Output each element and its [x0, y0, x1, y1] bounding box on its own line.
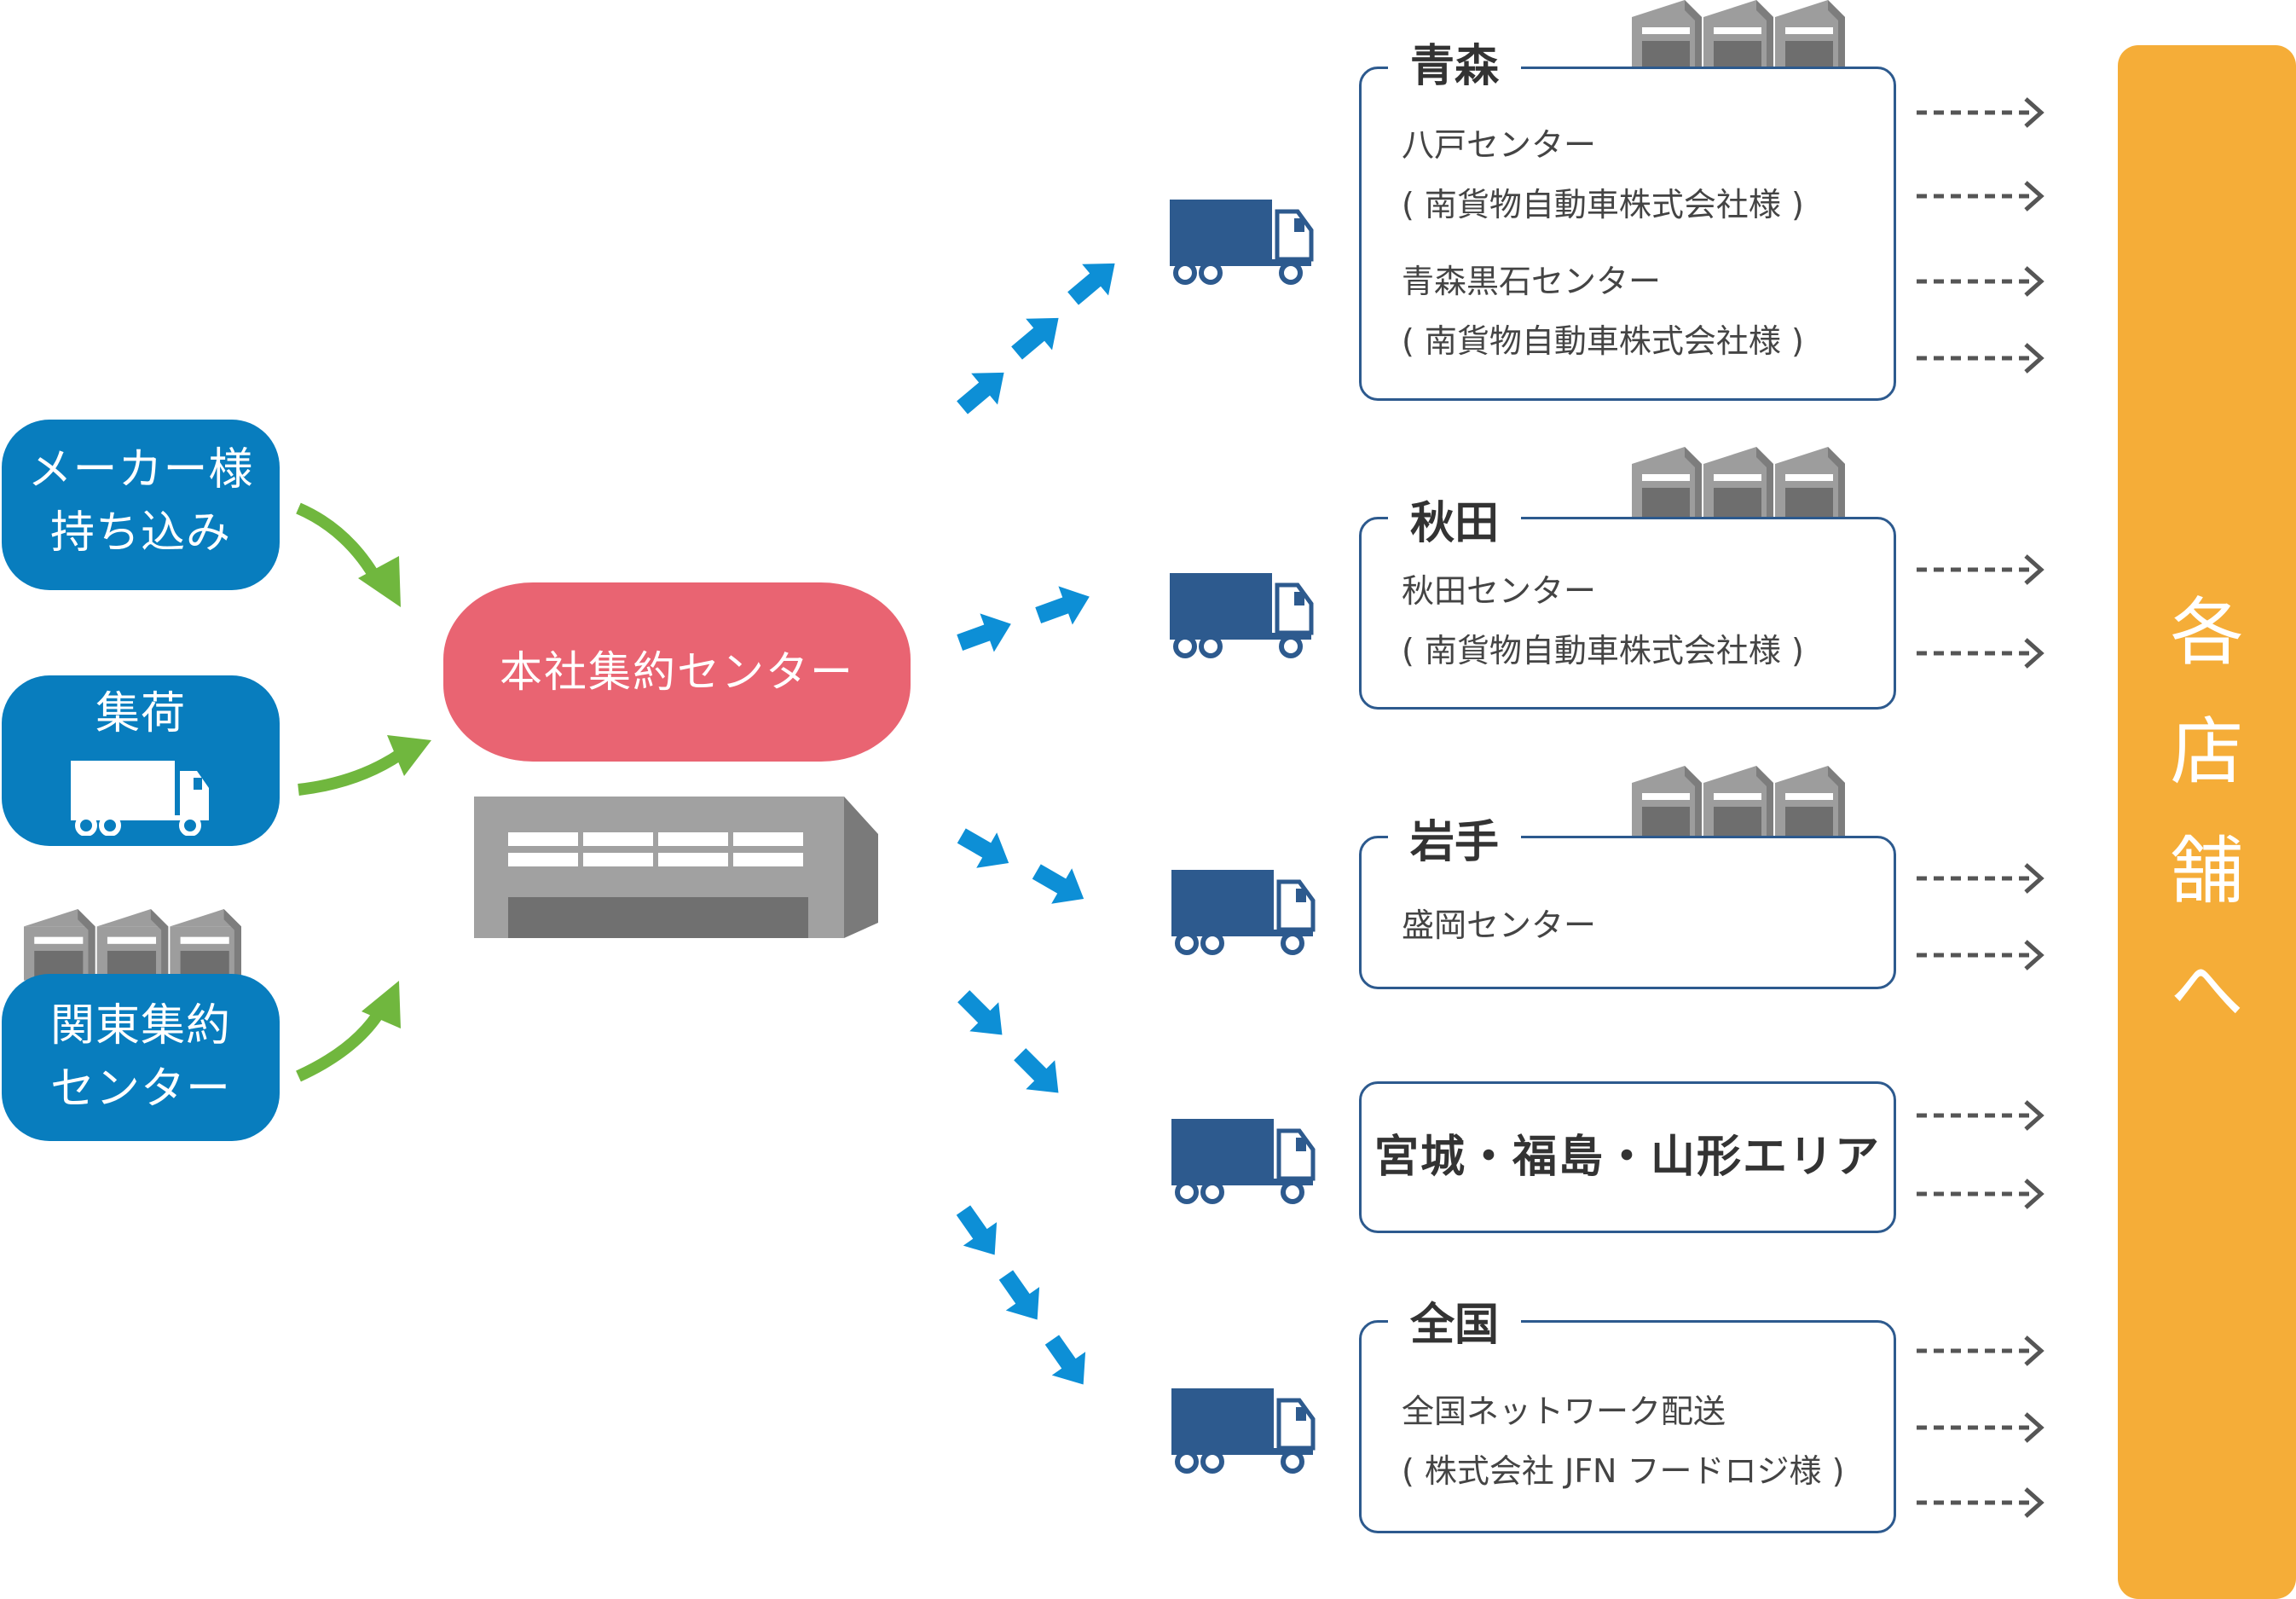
dest-akita-line-2: ( 南貨物自動車株式会社様 ) [1402, 632, 1804, 669]
dashed-arrows-akita [1917, 556, 2041, 667]
dashed-arrows-miyagi [1917, 1102, 2041, 1208]
dest-zenkoku-box [1359, 1320, 1896, 1533]
iwate-warehouse-icon [1632, 766, 1845, 836]
dest-aomori-line-2: ( 南貨物自動車株式会社様 ) [1402, 186, 1804, 223]
dest-akita-title: 秋田 [1388, 496, 1522, 551]
flow-arrows-aomori [949, 247, 1129, 424]
dashed-arrows-aomori [1917, 99, 2041, 372]
source-kanto-line-2: センター [49, 1063, 231, 1115]
stores-char-4: へ [2170, 948, 2244, 1034]
source-kanto-line-1: 関東集約 [49, 1000, 231, 1052]
stores-char-3: 舗 [2170, 829, 2244, 914]
inbound-arrow-maker [296, 502, 401, 607]
dest-aomori-box [1359, 67, 1896, 401]
stores-char-2: 店 [2170, 710, 2244, 795]
dest-aomori-title: 青森 [1388, 39, 1522, 94]
dest-aomori-line-4: ( 南貨物自動車株式会社様 ) [1402, 322, 1804, 360]
inbound-arrow-kanto [296, 981, 401, 1082]
flow-arrows-zenkoku [946, 1198, 1101, 1397]
dest-akita-line-1: 秋田センター [1402, 572, 1597, 610]
hub-center-label: 本社集約センター [443, 582, 911, 762]
truck-iwate-icon [1171, 870, 1313, 953]
dest-akita-box [1359, 517, 1896, 710]
source-pickup-box: 集荷 [2, 675, 280, 846]
truck-akita-icon [1170, 573, 1311, 656]
source-pickup-label: 集荷 [95, 688, 186, 739]
pickup-truck-icon [71, 761, 209, 836]
truck-miyagi-icon [1171, 1119, 1313, 1202]
dest-iwate-line-1: 盛岡センター [1402, 907, 1597, 944]
flow-arrows-iwate [951, 818, 1095, 917]
dest-aomori-line-1: 八戸センター [1402, 126, 1597, 164]
dest-miyagi-label: 宮城・福島・山形エリア [1374, 1132, 1881, 1183]
aomori-warehouse-icon [1632, 0, 1845, 70]
dest-miyagi-box [1359, 1081, 1896, 1233]
dest-aomori-line-3: 青森黒石センター [1402, 263, 1662, 300]
stores-char-1: 各 [2170, 590, 2244, 675]
source-maker-line-2: 持ち込み [49, 507, 231, 559]
dashed-arrows-iwate [1917, 865, 2041, 969]
dest-zenkoku-line-1: 全国ネットワーク配送 [1402, 1393, 1726, 1430]
dest-zenkoku-line-2: ( 株式会社 JFN フードロジ様 ) [1402, 1452, 1845, 1490]
flow-arrows-akita [952, 577, 1097, 663]
kanto-warehouse-icon [24, 909, 241, 981]
source-kanto-box: 関東集約 センター [2, 974, 280, 1141]
akita-warehouse-icon [1632, 447, 1845, 517]
hub-warehouse-icon [474, 797, 878, 938]
truck-aomori-icon [1170, 200, 1311, 282]
truck-zenkoku-icon [1171, 1388, 1313, 1471]
inbound-arrow-pickup [298, 735, 431, 796]
stores-bar [2118, 45, 2296, 1599]
dest-iwate-title: 岩手 [1388, 815, 1522, 870]
dest-zenkoku-title: 全国 [1388, 1298, 1522, 1353]
flow-arrows-miyagi [949, 982, 1073, 1108]
dashed-arrows-zenkoku [1917, 1337, 2041, 1516]
source-maker-box: メーカー様 持ち込み [2, 420, 280, 590]
source-maker-line-1: メーカー様 [27, 444, 254, 495]
